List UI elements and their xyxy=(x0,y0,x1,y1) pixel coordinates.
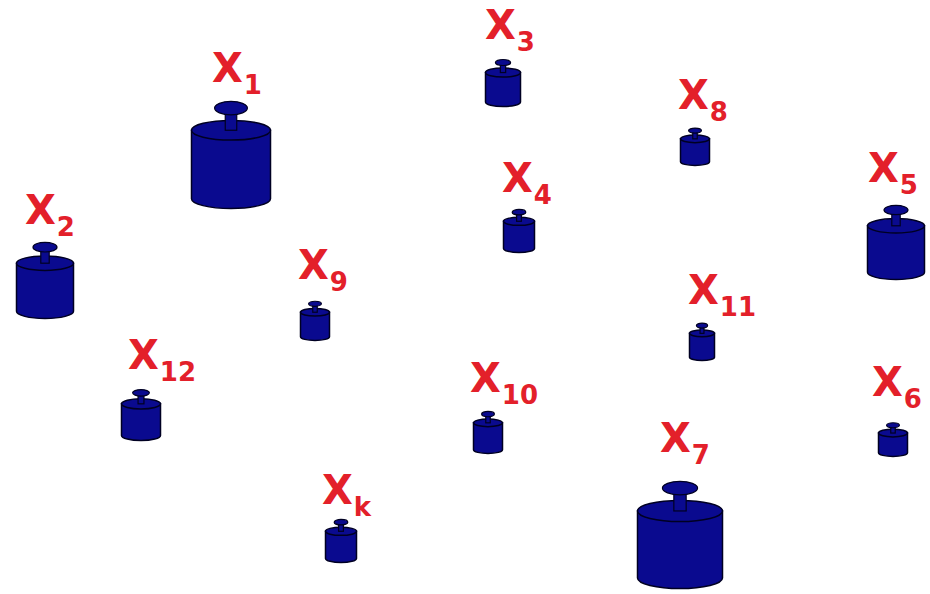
variable-label: X3 xyxy=(485,5,535,45)
variable-subscript: 8 xyxy=(710,97,728,127)
weight-drawing xyxy=(502,208,536,254)
variable-subscript: 11 xyxy=(720,292,756,322)
variable-label: X9 xyxy=(298,245,348,285)
weight-body xyxy=(192,130,271,208)
weight-knob xyxy=(884,205,908,214)
variable-label: X11 xyxy=(688,270,756,310)
variable-letter: X xyxy=(25,187,56,233)
variable-label: X12 xyxy=(128,335,196,375)
weight: X9 xyxy=(298,245,348,342)
variable-label: X7 xyxy=(660,418,710,458)
weight-drawing xyxy=(190,98,272,210)
weight-drawing xyxy=(636,478,724,590)
weight-drawing xyxy=(15,240,75,320)
weight-drawing xyxy=(299,300,331,342)
weight: X7 xyxy=(636,418,724,590)
weight: X11 xyxy=(688,270,756,362)
variable-letter: X xyxy=(298,242,329,288)
weight: X8 xyxy=(678,75,728,167)
variable-subscript: 5 xyxy=(900,170,918,200)
weight-drawing xyxy=(120,388,162,442)
weight-drawing xyxy=(679,127,711,167)
variable-label: X2 xyxy=(25,190,75,230)
weight-body xyxy=(638,511,723,589)
variable-subscript: 10 xyxy=(502,380,538,410)
weight: X4 xyxy=(502,158,552,254)
weight-body xyxy=(17,263,74,318)
weight: Xk xyxy=(322,470,371,564)
variable-letter: X xyxy=(322,467,353,513)
weight-drawing xyxy=(877,422,909,458)
weight-drawing xyxy=(472,410,504,455)
weight-knob xyxy=(662,481,697,494)
weight: X10 xyxy=(470,358,538,455)
weight-drawing xyxy=(324,518,358,564)
weight: X2 xyxy=(15,190,75,320)
variable-label: X5 xyxy=(868,148,918,188)
weight-knob xyxy=(33,242,57,252)
weight-knob xyxy=(512,209,526,215)
variable-letter: X xyxy=(660,415,691,461)
variable-letter: X xyxy=(868,145,899,191)
variable-subscript: 2 xyxy=(57,212,75,242)
weight: X6 xyxy=(872,362,922,458)
weight-knob xyxy=(334,519,348,525)
variable-letter: X xyxy=(485,2,516,48)
weight-knob xyxy=(495,60,510,66)
weight-knob xyxy=(215,101,248,114)
weight-knob xyxy=(689,128,702,133)
variable-label: X1 xyxy=(212,48,262,88)
weight-knob xyxy=(482,411,495,416)
variable-subscript: 12 xyxy=(160,357,196,387)
variable-subscript: 7 xyxy=(692,440,710,470)
variable-subscript: 9 xyxy=(330,267,348,297)
variable-letter: X xyxy=(470,355,501,401)
weight-knob xyxy=(696,323,707,328)
variable-label: X6 xyxy=(872,362,922,402)
weight: X1 xyxy=(190,48,272,210)
variable-label: Xk xyxy=(322,470,371,510)
variable-letter: X xyxy=(502,155,533,201)
weight-knob xyxy=(887,423,900,428)
weight-drawing xyxy=(484,58,522,108)
weight-knob xyxy=(133,390,150,396)
weight-drawing xyxy=(688,322,716,362)
variable-letter: X xyxy=(872,359,903,405)
weight: X12 xyxy=(120,335,196,442)
variable-subscript: 1 xyxy=(244,70,262,100)
weight-body xyxy=(474,423,503,454)
variable-label: X10 xyxy=(470,358,538,398)
weight: X5 xyxy=(866,148,926,281)
variable-letter: X xyxy=(128,332,159,378)
variable-label: X4 xyxy=(502,158,552,198)
variable-label: X8 xyxy=(678,75,728,115)
variable-subscript: 6 xyxy=(904,384,922,414)
weight-drawing xyxy=(866,203,926,281)
variable-subscript: 4 xyxy=(534,180,552,210)
variable-letter: X xyxy=(678,72,709,118)
variable-subscript: 3 xyxy=(517,27,535,57)
weight: X3 xyxy=(484,5,535,108)
weight-knob xyxy=(309,301,322,306)
variable-letter: X xyxy=(688,267,719,313)
variable-subscript: k xyxy=(354,492,371,522)
weight-body xyxy=(868,226,925,280)
variable-letter: X xyxy=(212,45,243,91)
